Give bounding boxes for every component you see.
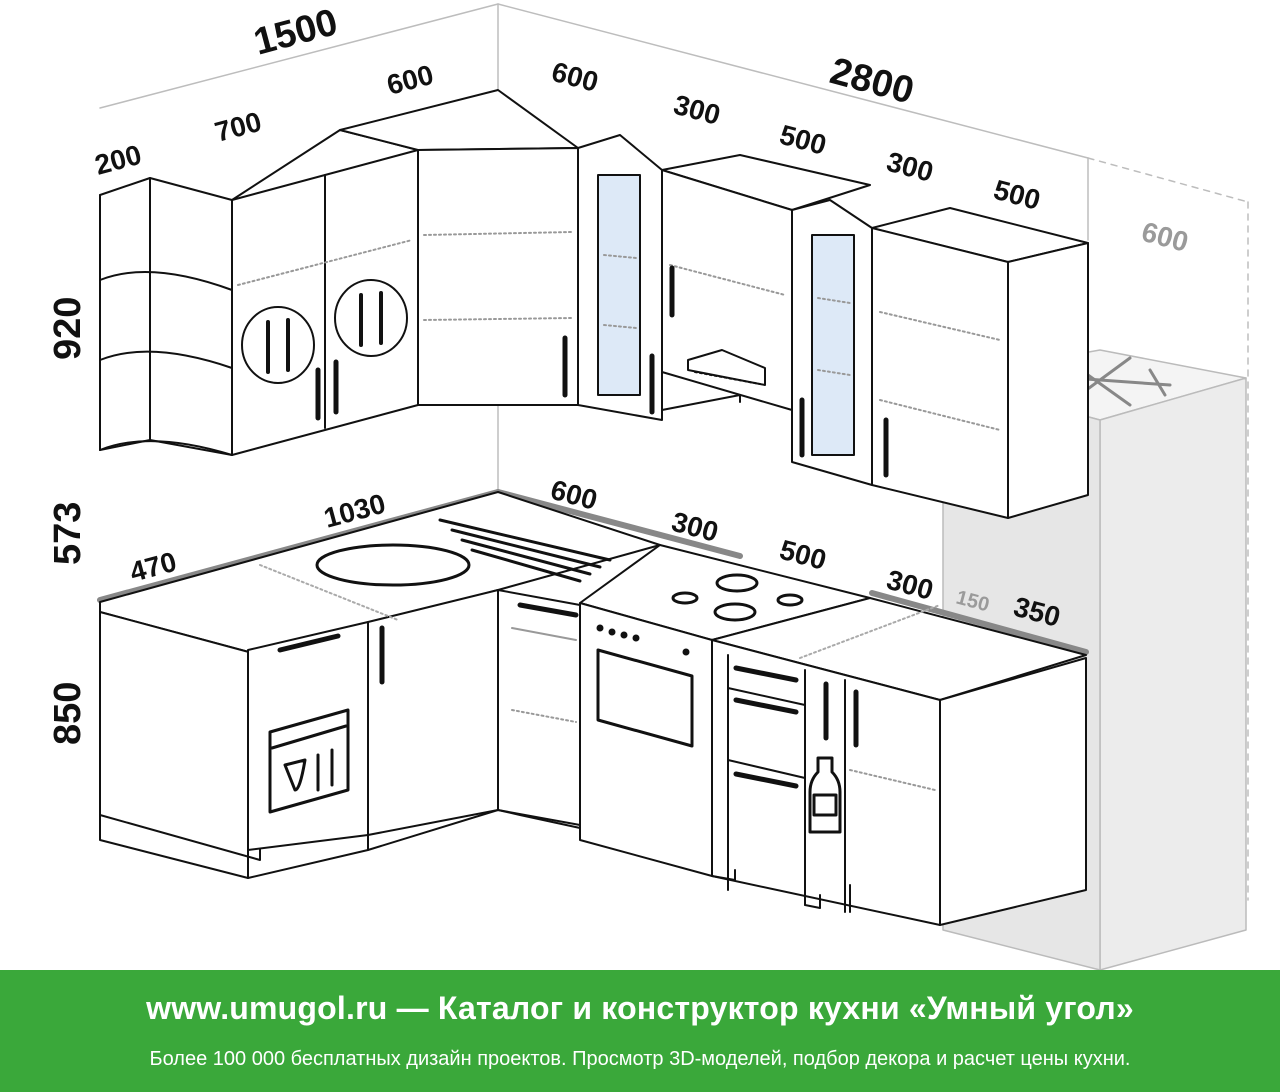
hood-icon [661, 349, 766, 411]
dim-height-850: 850 [47, 682, 89, 745]
stove-knob-icons [596, 624, 690, 656]
footer-subtitle: Более 100 000 бесплатных дизайн проектов… [149, 1048, 1131, 1070]
dim-upper-600-left: 600 [384, 59, 437, 101]
lower-left-section [99, 491, 661, 879]
footer-banner: www.umugol.ru — Каталог и конструктор ку… [0, 970, 1280, 1092]
dim-height-573: 573 [47, 502, 89, 565]
cutlery-icon [334, 279, 408, 357]
upper-open-shelf [99, 177, 233, 456]
dim-upper-600-right: 600 [548, 56, 601, 98]
upper-glass-cabinet-1 [577, 134, 663, 421]
bottle-icon [808, 756, 842, 834]
dim-fridge-600: 600 [1138, 216, 1191, 258]
upper-hood-cabinet [661, 154, 871, 411]
dim-upper-300-b: 300 [883, 146, 936, 188]
kitchen-diagram: 1500 2800 200 700 600 600 300 500 300 50… [47, 1, 1249, 970]
upper-left-cabinets [231, 129, 419, 456]
dim-height-920: 920 [47, 297, 89, 360]
dim-upper-500-a: 500 [776, 119, 829, 161]
footer-title[interactable]: www.umugol.ru — Каталог и конструктор ку… [146, 990, 1134, 1026]
dim-upper-300-a: 300 [670, 89, 723, 131]
burner-icons [671, 573, 804, 622]
lower-right-cabinets [711, 597, 1087, 926]
lower-corner-cabinet [497, 589, 581, 829]
cutlery-icon [241, 306, 315, 384]
upper-right-cabinet [871, 207, 1089, 519]
dim-counter-500: 500 [776, 534, 829, 576]
dim-upper-200: 200 [92, 139, 145, 181]
walls [99, 3, 1249, 901]
dim-top-total-left: 1500 [249, 1, 342, 63]
upper-glass-cabinet-2 [791, 199, 873, 486]
dim-upper-700: 700 [212, 106, 265, 148]
dim-top-total-right: 2800 [826, 50, 919, 112]
dim-upper-500-b: 500 [990, 174, 1043, 216]
dishwasher-icon [268, 708, 350, 814]
